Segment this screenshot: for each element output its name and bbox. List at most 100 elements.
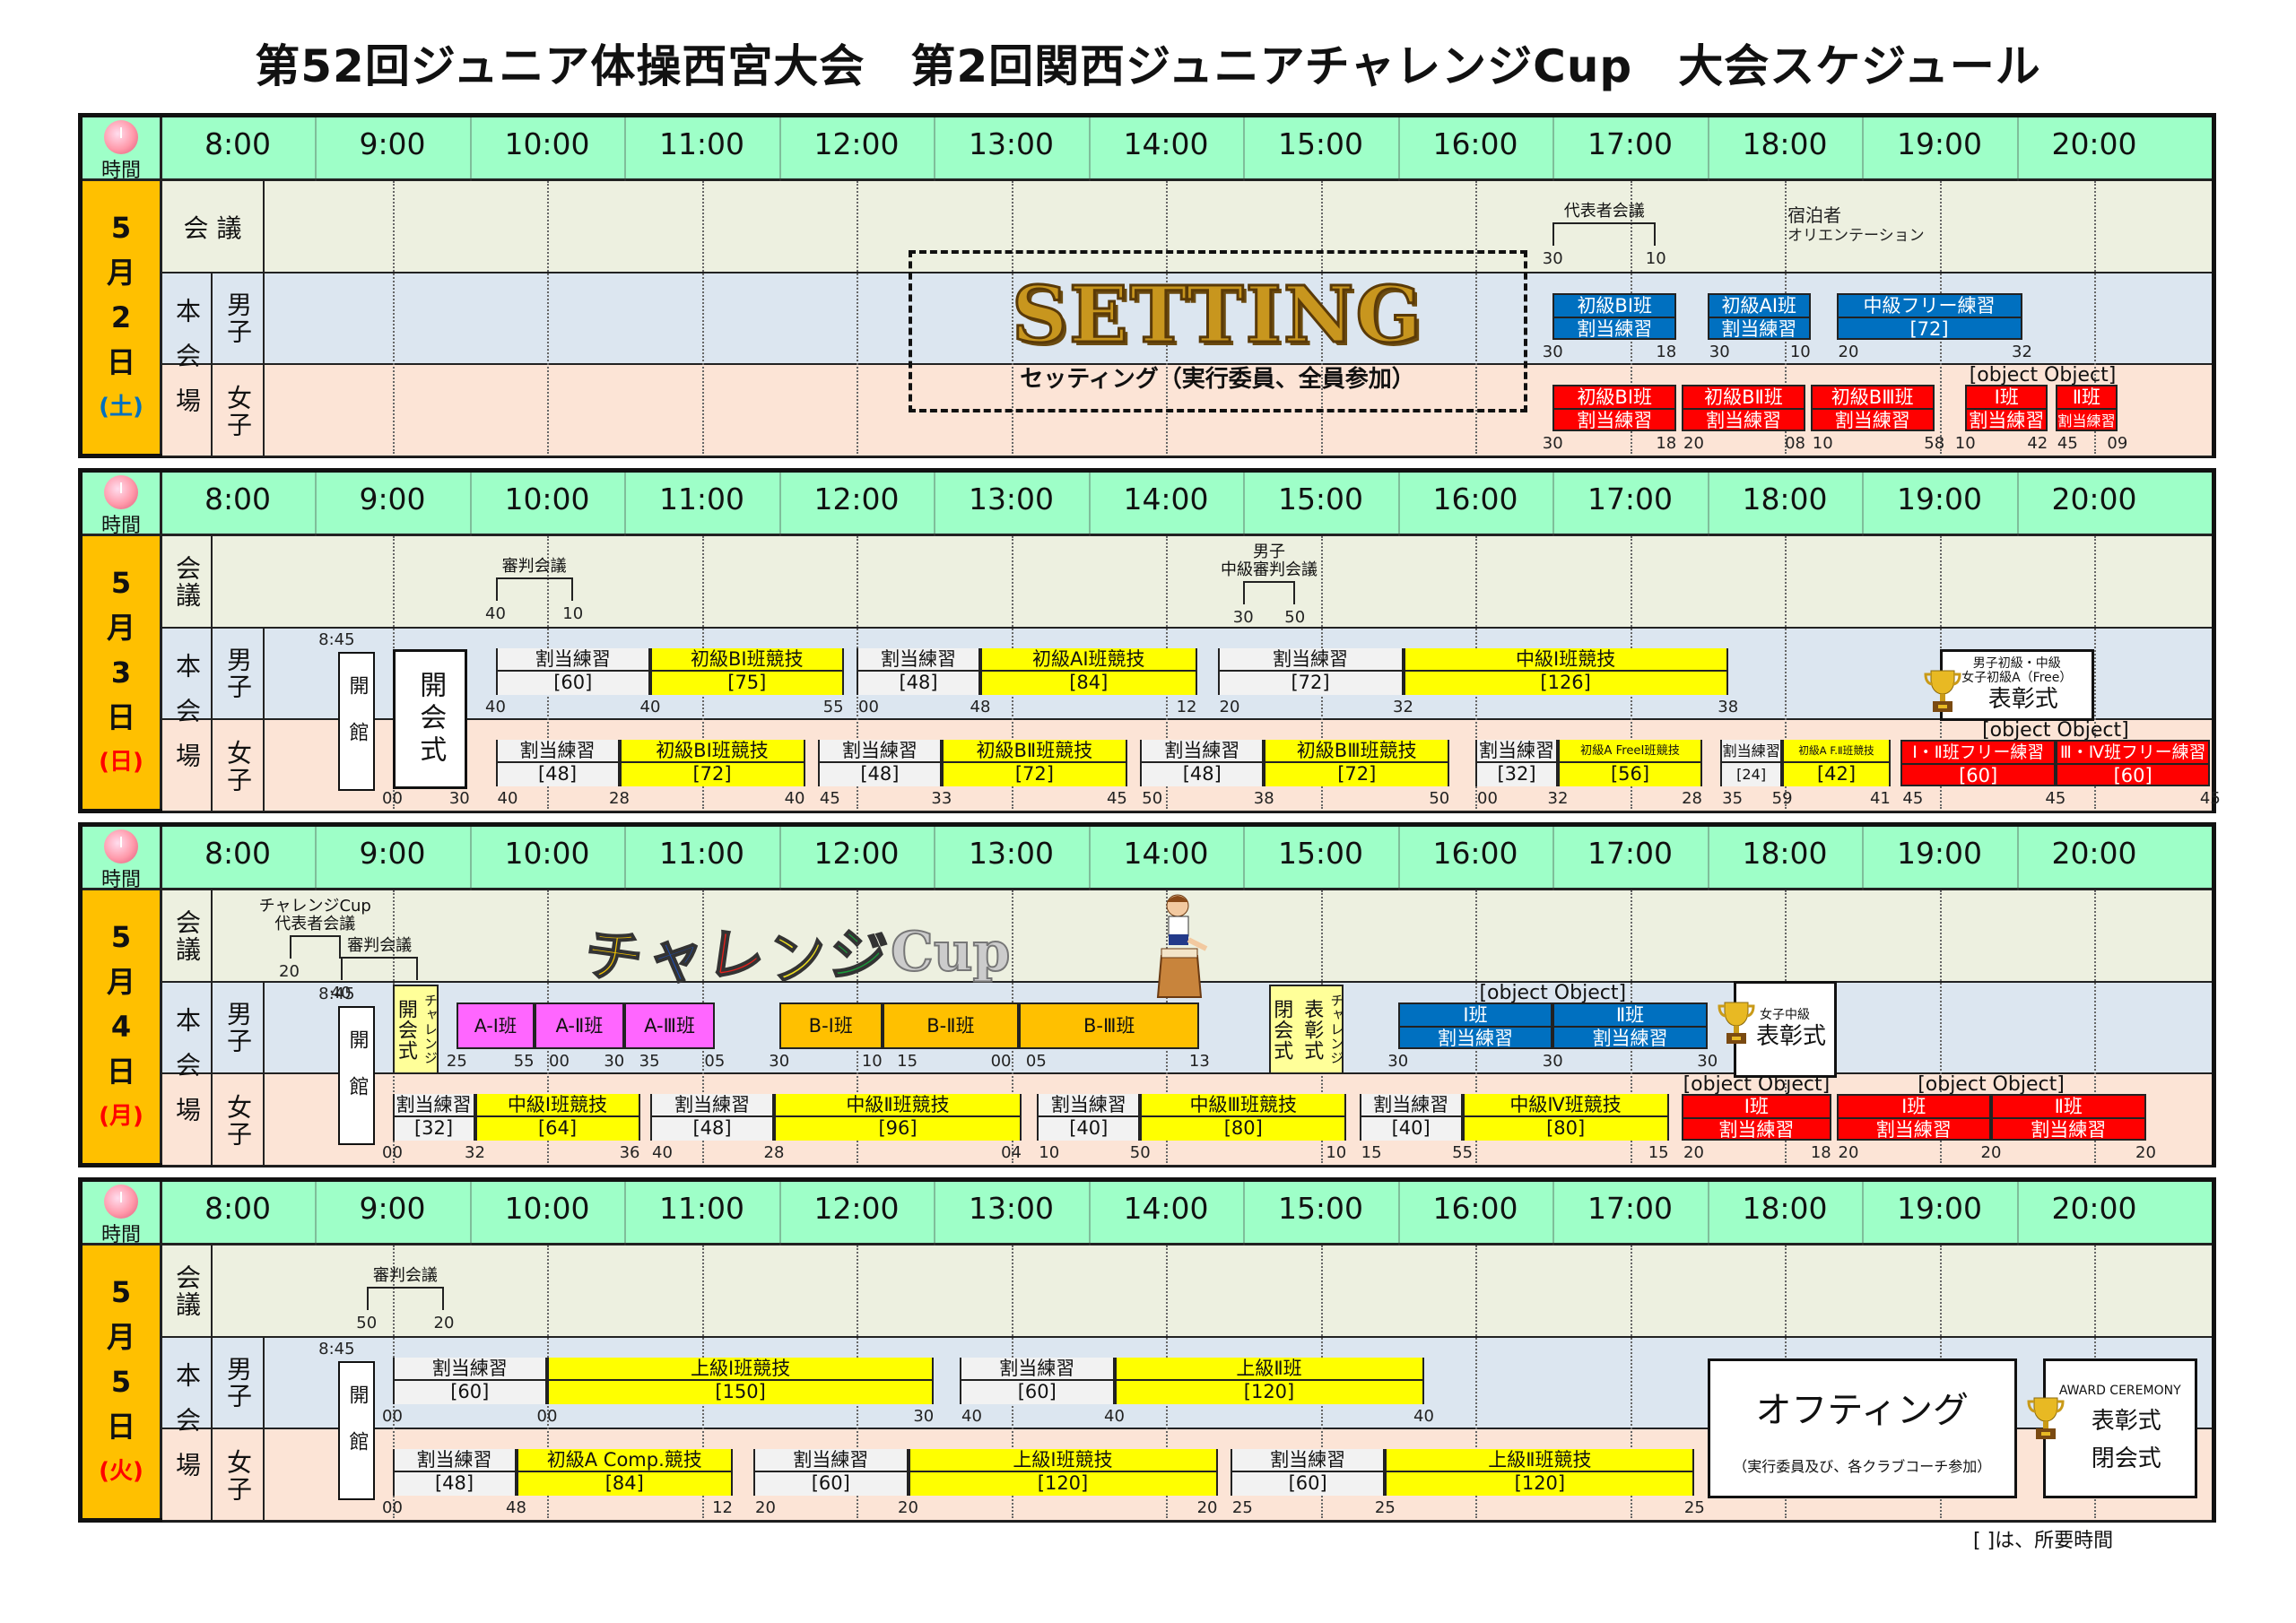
schedule-block[interactable]: Ⅱ班割当練習: [2055, 385, 2118, 431]
schedule-block[interactable]: A-Ⅲ班: [624, 1002, 715, 1049]
time-tick: 28: [763, 1143, 785, 1162]
schedule-block[interactable]: 初級BⅠ班割当練習: [1552, 385, 1677, 431]
schedule-block[interactable]: 中級Ⅲ班競技[80]: [1140, 1094, 1347, 1141]
hour-divider: [778, 117, 781, 181]
time-cell: 時間: [83, 117, 162, 182]
schedule-block[interactable]: 割当練習[48]: [392, 1449, 517, 1496]
schedule-block[interactable]: 中級Ⅱ班競技[96]: [774, 1094, 1022, 1141]
women-label: 女子: [213, 720, 265, 812]
block-title: 上級Ⅱ班: [1116, 1358, 1422, 1381]
block-detail: [48]: [692, 1117, 732, 1139]
block-title: 割当練習: [652, 1094, 772, 1117]
schedule-block[interactable]: Ⅰ班割当練習: [1397, 1002, 1553, 1049]
block-detail: [72]: [1291, 672, 1330, 693]
block-detail: 割当練習: [1577, 318, 1653, 340]
schedule-block[interactable]: 初級AⅠ班割当練習: [1707, 293, 1811, 340]
time-tick: 00: [536, 1407, 558, 1426]
block-title: 上級Ⅱ班競技: [1387, 1449, 1693, 1472]
time-tick: 25: [1683, 1498, 1705, 1517]
schedule-block[interactable]: Ⅰ班割当練習: [1682, 1094, 1831, 1141]
hour-label: 8:00: [204, 836, 272, 871]
schedule-block[interactable]: 上級Ⅱ班競技[120]: [1385, 1449, 1695, 1496]
time-tick: 00: [382, 1407, 403, 1426]
hour-label: 10:00: [504, 1191, 590, 1226]
schedule-block[interactable]: 割当練習[32]: [1475, 740, 1558, 786]
time-tick: 30: [769, 1052, 790, 1071]
time-tick: 42: [2027, 434, 2048, 453]
row-meet: [162, 1245, 2212, 1338]
block-detail: [48]: [1182, 763, 1222, 785]
meeting-label: 会議: [162, 890, 213, 983]
meeting-time-tick: 20: [279, 962, 300, 981]
schedule-block[interactable]: 割当練習[60]: [1230, 1449, 1386, 1496]
hour-gridline: [1630, 1245, 1632, 1518]
block-detail: 割当練習: [1592, 1028, 1668, 1049]
schedule-block[interactable]: 上級Ⅰ班競技[150]: [547, 1358, 935, 1404]
date-char: 3: [110, 655, 132, 690]
schedule-block[interactable]: B-Ⅱ班: [882, 1002, 1020, 1049]
schedule-block[interactable]: Ⅰ・Ⅱ班フリー練習[60]: [1900, 740, 2056, 786]
date-char: 5: [110, 211, 132, 245]
schedule-block[interactable]: 中級Ⅰ班競技[126]: [1403, 648, 1728, 695]
schedule-block[interactable]: 割当練習[48]: [817, 740, 942, 786]
schedule-block[interactable]: Ⅰ班割当練習: [1965, 385, 2048, 431]
schedule-block[interactable]: 割当練習[40]: [1037, 1094, 1141, 1141]
time-tick: 10: [1789, 343, 1811, 361]
schedule-block[interactable]: 割当練習[48]: [650, 1094, 774, 1141]
block-title: 割当練習: [755, 1449, 907, 1472]
schedule-block[interactable]: 割当練習[60]: [495, 648, 650, 695]
schedule-block[interactable]: 割当練習[60]: [392, 1358, 547, 1404]
schedule-block[interactable]: 初級A Comp.競技[84]: [516, 1449, 733, 1496]
schedule-block[interactable]: 初級A FreeⅠ班競技[56]: [1558, 740, 1702, 786]
block-title: A-Ⅲ班: [644, 1015, 696, 1037]
time-tick: 40: [784, 789, 805, 808]
schedule-block[interactable]: 初級BⅠ班割当練習: [1552, 293, 1677, 340]
hour-divider: [315, 117, 317, 181]
schedule-block[interactable]: 初級BⅡ班割当練習: [1682, 385, 1805, 431]
block-detail: 割当練習: [2057, 412, 2116, 430]
time-tick: 00: [549, 1052, 570, 1071]
schedule-block[interactable]: Ⅱ班割当練習: [1991, 1094, 2146, 1141]
schedule-block[interactable]: 割当練習[48]: [1140, 740, 1265, 786]
schedule-block[interactable]: 割当練習[40]: [1359, 1094, 1463, 1141]
schedule-block[interactable]: 初級BⅡ班競技[72]: [941, 740, 1127, 786]
hour-label: 15:00: [1277, 1191, 1364, 1226]
schedule-block[interactable]: 割当練習[60]: [753, 1449, 909, 1496]
hour-gridline: [547, 181, 549, 454]
schedule-block[interactable]: 割当練習[48]: [495, 740, 620, 786]
row-caption: [object Object]: [1918, 1073, 2065, 1096]
time-tick: 00: [858, 698, 879, 716]
schedule-block[interactable]: 割当練習[32]: [392, 1094, 475, 1141]
schedule-block[interactable]: 割当練習[48]: [857, 648, 980, 695]
schedule-block[interactable]: 初級BⅠ班競技[72]: [619, 740, 805, 786]
clock-icon: [104, 1185, 138, 1219]
schedule-block[interactable]: A-Ⅱ班: [534, 1002, 625, 1049]
schedule-block[interactable]: B-Ⅰ班: [778, 1002, 883, 1049]
schedule-block[interactable]: 上級Ⅰ班競技[120]: [908, 1449, 1218, 1496]
schedule-block[interactable]: 上級Ⅱ班[120]: [1114, 1358, 1424, 1404]
schedule-block[interactable]: Ⅰ班割当練習: [1836, 1094, 1991, 1141]
schedule-block[interactable]: 割当練習[24]: [1720, 740, 1783, 786]
schedule-block[interactable]: 初級BⅢ班割当練習: [1810, 385, 1935, 431]
block-title: 中級Ⅲ班競技: [1142, 1094, 1345, 1117]
schedule-block[interactable]: 初級BⅢ班競技[72]: [1264, 740, 1450, 786]
schedule-block[interactable]: A-Ⅰ班: [457, 1002, 535, 1049]
block-detail: 割当練習: [1969, 410, 2045, 431]
schedule-block[interactable]: 中級Ⅳ班競技[80]: [1462, 1094, 1669, 1141]
schedule-block[interactable]: 割当練習[72]: [1217, 648, 1404, 695]
block-title: Ⅱ班: [2057, 386, 2116, 410]
time-tick: 20: [1219, 698, 1240, 716]
schedule-block[interactable]: 中級Ⅰ班競技[64]: [474, 1094, 640, 1141]
schedule-block[interactable]: 中級フリー練習[72]: [1836, 293, 2022, 340]
schedule-block[interactable]: B-Ⅲ班: [1019, 1002, 1200, 1049]
schedule-block[interactable]: Ⅲ・Ⅳ班フリー練習[60]: [2055, 740, 2211, 786]
schedule-block[interactable]: Ⅱ班割当練習: [1552, 1002, 1708, 1049]
schedule-block[interactable]: 割当練習[60]: [960, 1358, 1115, 1404]
schedule-block[interactable]: 初級A F.Ⅱ班競技[42]: [1782, 740, 1891, 786]
time-tick: 18: [1656, 434, 1677, 453]
schedule-block[interactable]: 初級AⅠ班競技[84]: [980, 648, 1197, 695]
schedule-block[interactable]: 初級BⅠ班競技[75]: [650, 648, 844, 695]
hour-divider: [624, 117, 627, 181]
block-title: 初級BⅡ班: [1683, 386, 1804, 410]
gymnast-vaulting-icon: [1149, 893, 1212, 1001]
